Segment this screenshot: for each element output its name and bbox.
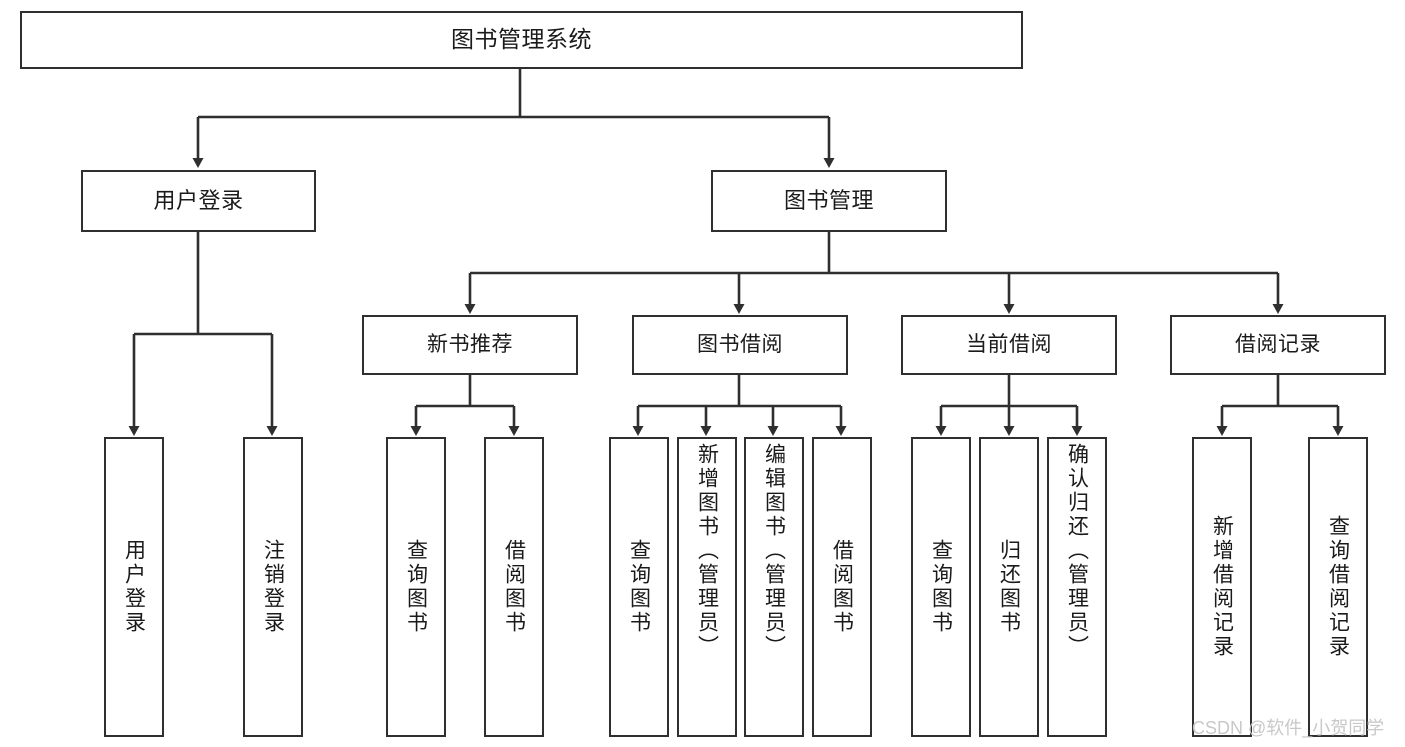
leaf-new-book-query[interactable]: 查询图书 (386, 437, 446, 737)
node-label: 确认归还（管理员） (1065, 443, 1089, 659)
leaf-current-return-book[interactable]: 归还图书 (979, 437, 1039, 737)
node-label: 用户登录 (122, 539, 146, 635)
leaf-current-query-book[interactable]: 查询图书 (911, 437, 971, 737)
leaf-user-login-login[interactable]: 用户登录 (104, 437, 164, 737)
node-label: 新增借阅记录 (1210, 515, 1234, 659)
node-label: 查询图书 (929, 539, 953, 635)
node-book-management[interactable]: 图书管理 (711, 170, 947, 232)
node-label: 用户登录 (153, 188, 244, 214)
leaf-borrow-edit-book-admin[interactable]: 编辑图书（管理员） (744, 437, 804, 737)
leaf-current-confirm-return-admin[interactable]: 确认归还（管理员） (1047, 437, 1107, 737)
leaf-borrow-add-book-admin[interactable]: 新增图书（管理员） (677, 437, 737, 737)
node-user-login[interactable]: 用户登录 (81, 170, 316, 232)
node-label: 图书管理系统 (451, 26, 592, 53)
node-label: 图书管理 (783, 188, 874, 214)
node-borrow-records[interactable]: 借阅记录 (1170, 315, 1386, 375)
node-label: 图书借阅 (697, 332, 783, 356)
node-label: 借阅图书 (830, 539, 854, 635)
node-label: 归还图书 (997, 539, 1021, 635)
node-label: 新增图书（管理员） (695, 443, 719, 659)
node-root-system[interactable]: 图书管理系统 (20, 11, 1023, 69)
leaf-borrow-query-book[interactable]: 查询图书 (609, 437, 669, 737)
node-label: 新书推荐 (427, 332, 513, 356)
leaf-records-query-record[interactable]: 查询借阅记录 (1308, 437, 1368, 737)
leaf-new-book-borrow[interactable]: 借阅图书 (484, 437, 544, 737)
node-label: 注销登录 (261, 539, 285, 635)
node-label: 查询借阅记录 (1326, 515, 1350, 659)
leaf-borrow-borrow-book[interactable]: 借阅图书 (812, 437, 872, 737)
node-label: 借阅图书 (502, 539, 526, 635)
leaf-user-login-logout[interactable]: 注销登录 (243, 437, 303, 737)
node-label: 借阅记录 (1235, 332, 1321, 356)
node-book-borrow[interactable]: 图书借阅 (632, 315, 848, 375)
node-label: 编辑图书（管理员） (762, 443, 786, 659)
node-label: 查询图书 (627, 539, 651, 635)
node-current-borrow[interactable]: 当前借阅 (901, 315, 1117, 375)
node-label: 查询图书 (404, 539, 428, 635)
watermark: CSDN @软件_小贺同学 (1192, 718, 1385, 738)
leaf-records-add-record[interactable]: 新增借阅记录 (1192, 437, 1252, 737)
node-label: 当前借阅 (966, 332, 1052, 356)
node-new-book-recommend[interactable]: 新书推荐 (362, 315, 578, 375)
